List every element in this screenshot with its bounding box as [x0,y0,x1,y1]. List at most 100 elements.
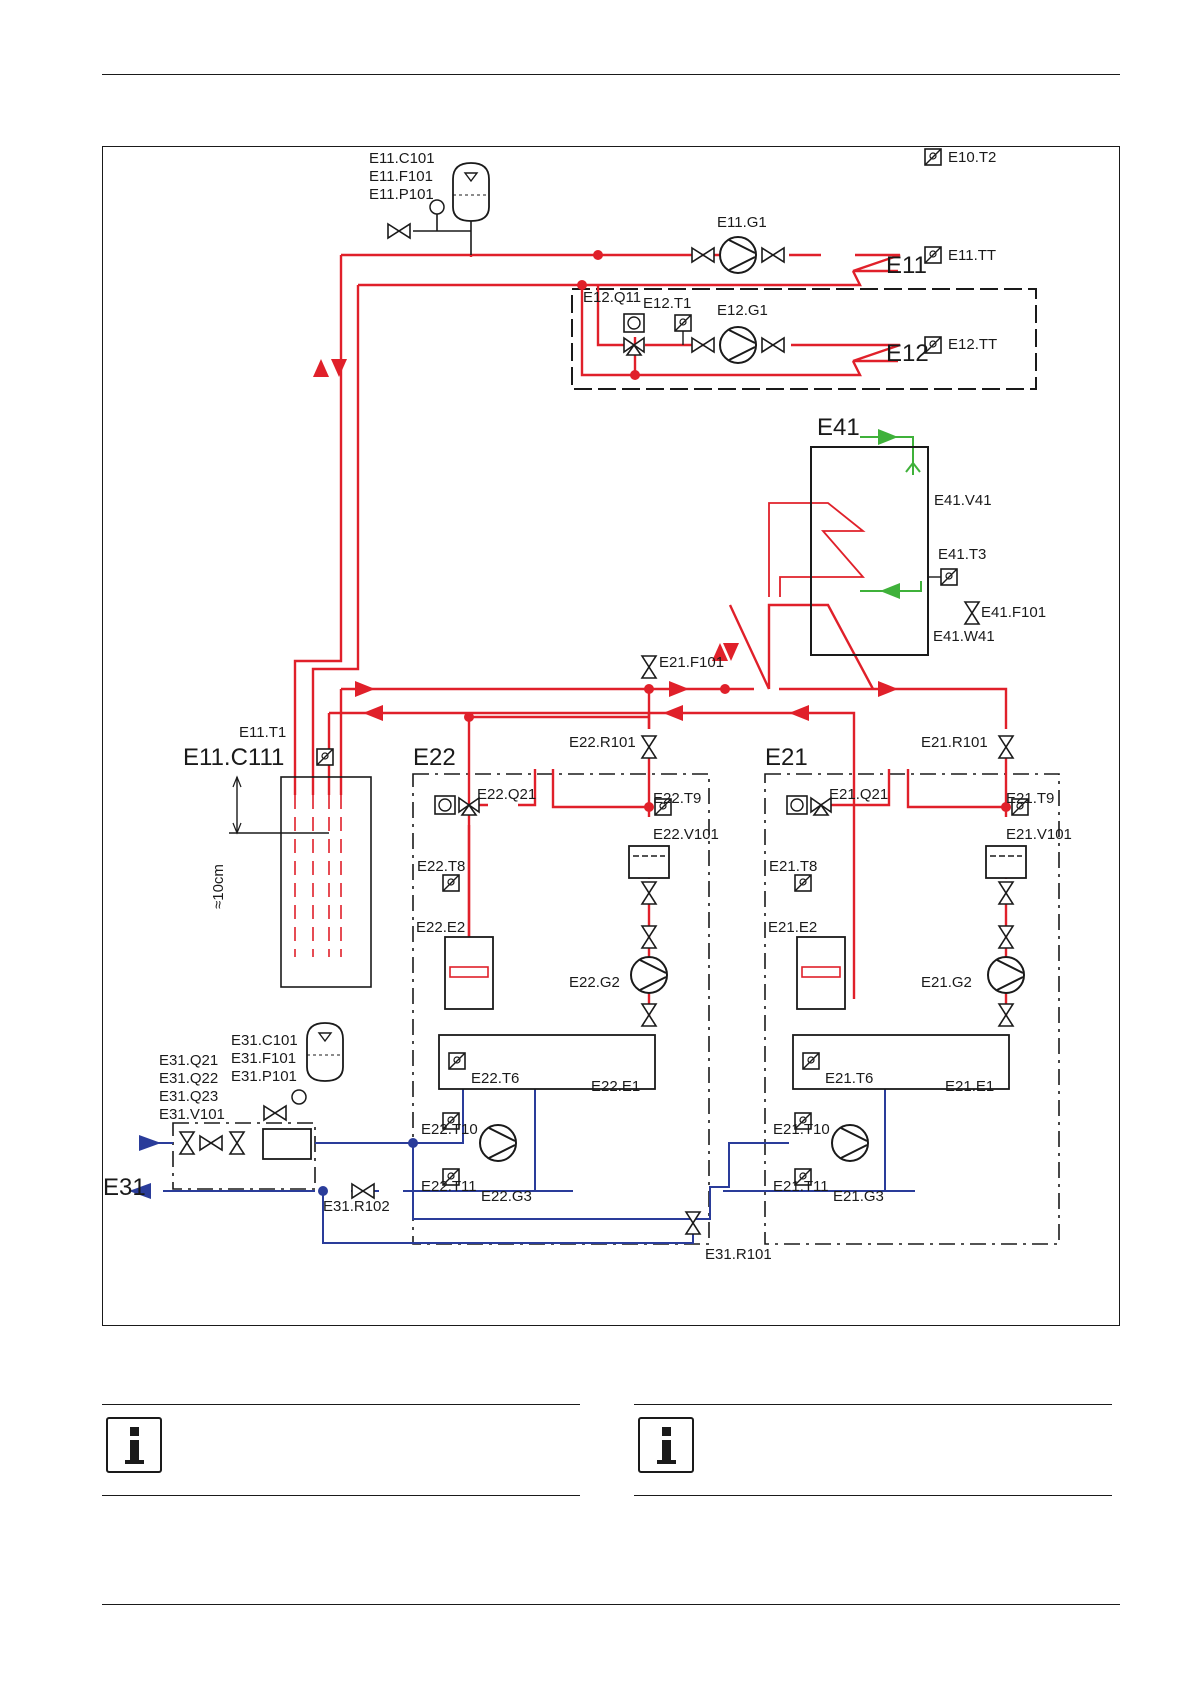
label-e11-t1: E11.T1 [239,724,286,741]
label-e31: E31 [103,1174,146,1201]
e21-q21-actuator-icon [786,795,808,815]
e31-expansion-tank-icon [306,1022,344,1082]
label-e31-q23: E31.Q23 [159,1088,218,1105]
e21-t8-sensor-icon [794,874,812,892]
e11-valve-1-icon [691,247,715,263]
label-e41-t3: E41.T3 [938,546,986,563]
label-e31-r102: E31.R102 [323,1198,390,1215]
label-e31-r101: E31.R101 [705,1246,772,1263]
label-e21-t6: E21.T6 [825,1070,873,1087]
label-e21-t11: E21.T11 [773,1178,829,1195]
label-e41: E41 [817,414,860,441]
label-e41-v41: E41.V41 [934,492,992,509]
e22-t8-sensor-icon [442,874,460,892]
e11-c111-buffer-tank [280,776,372,988]
label-e22-t8: E22.T8 [417,858,465,875]
footer-rule [102,1604,1120,1605]
e22-t6-sensor-icon [448,1052,466,1070]
label-e31-p101: E31.P101 [231,1068,297,1085]
e21-r101-valve-icon [998,735,1014,759]
label-e11: E11 [886,252,927,279]
label-e31-q22: E31.Q22 [159,1070,218,1087]
e21-t6-sensor-icon [802,1052,820,1070]
e31-r101-valve-icon [685,1211,701,1235]
label-e31-v101: E31.V101 [159,1106,225,1123]
e41-t3-sensor-icon [940,568,958,586]
e41-storage-tank [810,446,929,656]
label-e21-t9: E21.T9 [1006,790,1054,807]
e11-safety-valve-icon [387,223,411,239]
label-e11-g1: E11.G1 [717,214,767,231]
label-e11-p101: E11.P101 [369,186,434,203]
label-e22-v101: E22.V101 [653,826,719,843]
distance-arrows [232,775,242,835]
label-e12-g1: E12.G1 [717,302,768,319]
label-e22-e1: E22.E1 [591,1078,640,1095]
distance-marker [229,777,329,834]
hydraulic-diagram: E11.C101 E11.F101 E11.P101 E10.T2 E11.G1… [102,146,1120,1326]
label-e31-f101: E31.F101 [231,1050,296,1067]
e41-f101-valve-icon [964,601,980,625]
e21-e2-heater [796,936,846,1010]
label-e31-c101: E31.C101 [231,1032,298,1049]
e31-q21-valve-icon [179,1131,195,1155]
label-e22: E22 [413,744,456,771]
e12-actuator-icon [623,313,645,333]
e31-r102-valve-icon [351,1183,375,1199]
e12-valve-1-icon [691,337,715,353]
e21-g3-pump-icon [831,1124,869,1162]
label-e31-q21: E31.Q21 [159,1052,218,1069]
label-e12-tt: E12.TT [948,336,997,353]
note-box-left [102,1404,580,1496]
e12-sensor-icon [674,314,692,332]
label-e11-c111: E11.C111 [183,744,284,771]
info-icon [638,1417,694,1473]
e11-expansion-tank-icon [452,162,490,222]
flow-arrows [129,359,900,1199]
label-e21-q21: E21.Q21 [829,786,888,803]
e22-g2-valve-1-icon [641,925,657,949]
label-e11-f101: E11.F101 [369,168,433,185]
label-e22-t6: E22.T6 [471,1070,519,1087]
info-icon [106,1417,162,1473]
header-rule [102,74,1120,75]
e12-pump-icon [719,326,757,364]
e22-r101-valve-icon [641,735,657,759]
e22-g2-valve-2-icon [641,1003,657,1027]
label-e21-v101: E21.V101 [1006,826,1072,843]
e22-e2-element-icon [449,966,489,978]
label-e21-e2: E21.E2 [768,919,817,936]
cold-water-pipes [143,1087,915,1244]
e22-g2-pump-icon [630,956,668,994]
label-e22-q21: E22.Q21 [477,786,536,803]
e22-v101-valve-icon [641,881,657,905]
label-e12-q11: E12.Q11 [583,289,641,306]
label-e12: E12 [886,340,929,367]
label-e22-t10: E22.T10 [421,1121,478,1138]
label-e11-c101: E11.C101 [369,150,435,167]
e21-q21-mixing-valve-icon [810,797,832,816]
e12-valve-2-icon [761,337,785,353]
e22-g3-pump-icon [479,1124,517,1162]
e31-v101-filter-icon [262,1128,312,1160]
label-e21: E21 [765,744,808,771]
e41-coil [768,502,866,597]
e10-t2-sensor-icon [924,148,942,166]
label-e21-g2: E21.G2 [921,974,972,991]
e21-g2-pump-icon [987,956,1025,994]
e31-pressure-gauge-icon [291,1089,307,1105]
e22-v101-filter-icon [628,845,670,879]
label-e22-r101: E22.R101 [569,734,636,751]
label-e10-t2: E10.T2 [948,149,996,166]
e21-e1-heatpump [792,1034,1010,1090]
label-e12-t1: E12.T1 [643,295,691,312]
e31-q22-valve-icon [199,1135,223,1151]
e21-g2-valve-1-icon [998,925,1014,949]
buffer-inner-pipes [294,795,342,957]
label-e21-e1: E21.E1 [945,1078,994,1095]
e11-valve-2-icon [761,247,785,263]
diagram-canvas: E11.C101 E11.F101 E11.P101 E10.T2 E11.G1… [103,148,1072,1263]
e31-safety-valve-icon [263,1105,287,1121]
domestic-pipes [860,436,922,592]
label-e21-g3: E21.G3 [833,1188,884,1205]
